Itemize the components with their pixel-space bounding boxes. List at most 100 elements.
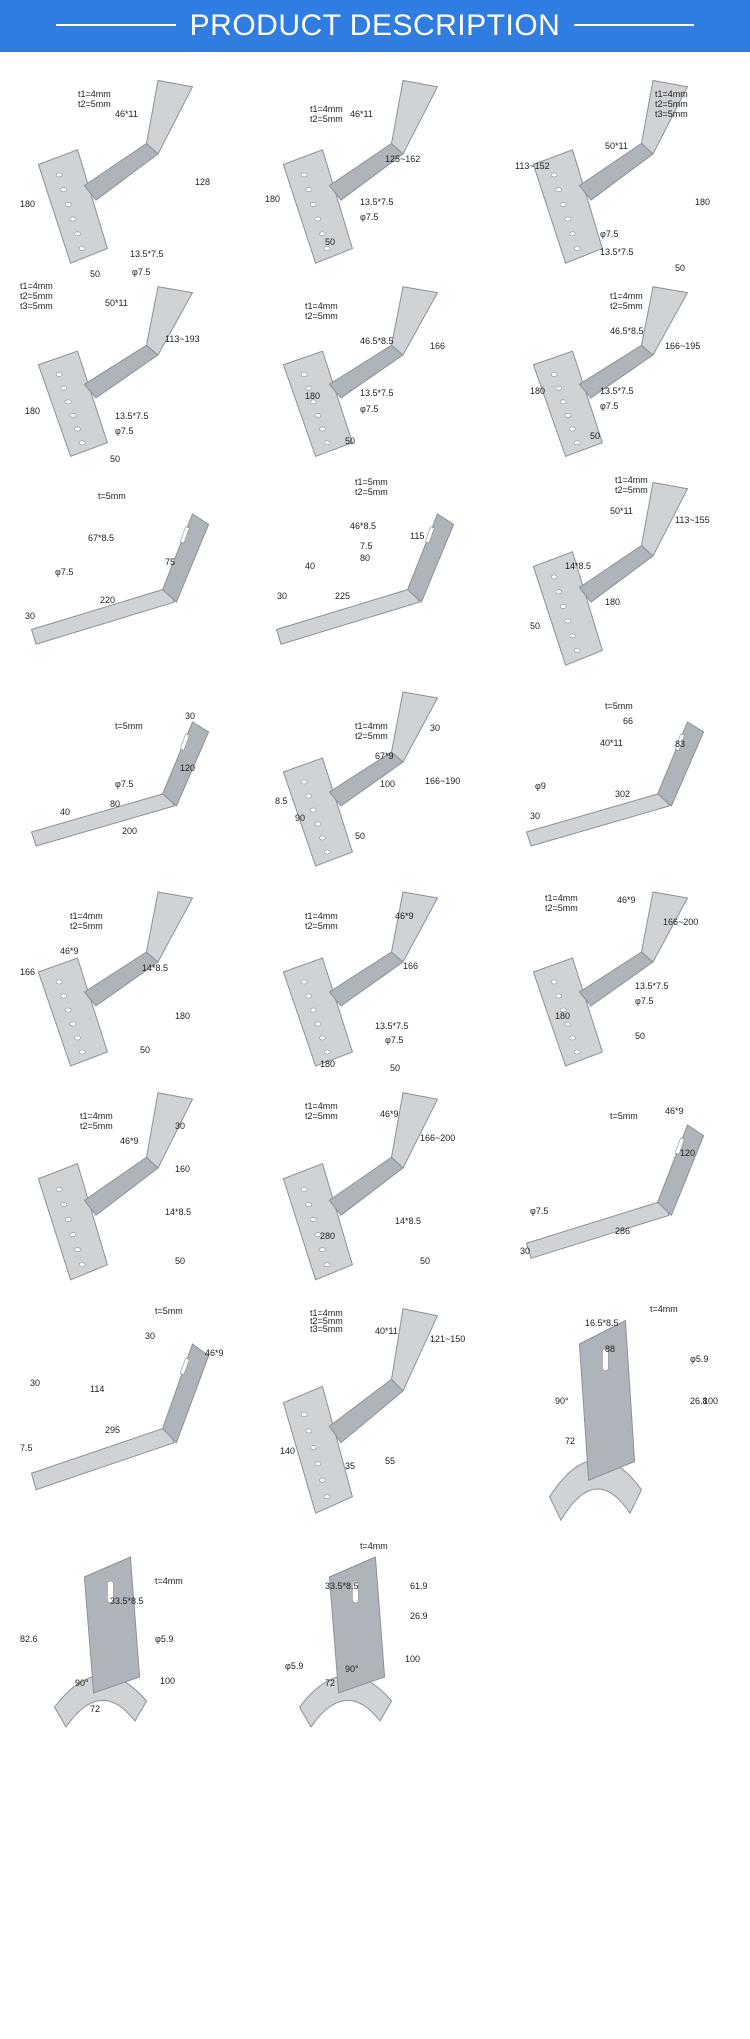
dimension-label: 72 [325,1678,336,1688]
dimension-label: 40 [60,807,71,817]
dimension-label: φ7.5 [132,267,151,277]
dimension-label: φ5.9 [155,1634,174,1644]
dimension-label: 30 [175,1121,186,1131]
dimension-label: t3=5mm [655,109,688,119]
dimension-label: t2=5mm [615,485,648,495]
dimension-label: 100 [380,779,396,789]
dimension-label: t1=4mm [610,291,643,301]
dimension-label: 50 [140,1045,151,1055]
dimension-label: 113~152 [515,161,550,171]
bracket-sketch [37,1092,194,1281]
dimension-label: 30 [25,611,36,621]
bracket-sketch [30,1343,210,1491]
dimension-label: t2=5mm [20,291,53,301]
dimension-label: 166~190 [425,776,461,786]
dimension-label: φ7.5 [600,229,619,239]
dimension-label: t1=4mm [310,104,343,114]
bracket-sketch [532,286,689,458]
dimension-label: φ7.5 [360,404,379,414]
dimension-label: 100 [160,1676,176,1686]
dimension-label: 90° [75,1678,89,1688]
dimension-label: φ7.5 [360,212,379,222]
dimension-label: 50 [390,1063,401,1073]
dimension-label: 13.5*7.5 [600,386,634,396]
bracket-sketch [275,513,455,645]
bracket-sketch [532,891,689,1067]
dimension-label: t2=5mm [70,921,103,931]
bracket-sketch [30,513,210,645]
dimension-label: 80 [360,553,371,563]
dimension-label: t3=5mm [20,301,53,311]
dimension-label: 113~155 [675,515,710,525]
dimension-label: t2=5mm [355,487,388,497]
dimension-label: 180 [555,1011,571,1021]
dimension-label: 180 [530,386,546,396]
bracket-sketch [282,891,439,1067]
dimension-label: 13.5*7.5 [600,247,634,257]
dimension-label: φ5.9 [690,1354,709,1364]
dimension-label: t=5mm [610,1111,638,1121]
dimension-label: 50 [345,436,356,446]
dimension-label: 50 [530,621,541,631]
dimension-label: t1=4mm [78,89,111,99]
dimension-label: 50 [90,269,101,279]
dimension-label: 13.5*7.5 [360,388,394,398]
dimension-label: t2=5mm [78,99,111,109]
dimension-label: 180 [175,1011,191,1021]
dimension-label: t2=5mm [610,301,643,311]
dimension-label: 46*11 [115,109,138,119]
dimension-label: 30 [520,1246,531,1256]
dimension-label: φ5.9 [285,1661,304,1671]
bracket-sketch [37,891,194,1067]
dimension-label: 180 [265,194,281,204]
bracket-sketch [525,1124,705,1259]
dimension-label: 40 [305,561,316,571]
dimension-label: φ7.5 [55,567,74,577]
dimension-label: 46*9 [380,1109,399,1119]
dimension-label: 121~150 [430,1334,466,1344]
dimension-label: t1=4mm [305,301,338,311]
dimension-label: 100 [703,1396,719,1406]
dimension-label: t=4mm [650,1304,678,1314]
dimension-label: 14*8.5 [395,1216,422,1226]
dimension-label: t1=4mm [305,911,338,921]
dimension-label: 180 [20,199,36,209]
dimension-label: t1=5mm [355,477,388,487]
dimension-label: 7.5 [360,541,373,551]
dimension-label: φ7.5 [385,1035,404,1045]
dimension-label: t1=4mm [355,721,388,731]
dimension-label: 33.5*8.5 [325,1581,359,1591]
dimension-label: 50 [110,454,121,464]
dimension-label: 166 [20,967,36,977]
dimension-label: 166~200 [663,917,699,927]
dimension-label: φ7.5 [530,1206,549,1216]
dimension-label: 302 [615,789,631,799]
dimension-label: 35 [345,1461,356,1471]
dimension-label: 220 [100,595,116,605]
dimension-label: t1=4mm [305,1101,338,1111]
dimension-label: t2=5mm [305,921,338,931]
dimension-label: 30 [430,723,441,733]
dimension-label: 50 [675,263,686,273]
dimension-label: 46*9 [120,1136,139,1146]
dimension-label: 46*9 [617,895,636,905]
dimension-label: 33.5*8.5 [110,1596,144,1606]
dimension-label: 30 [277,591,288,601]
dimension-label: 50*11 [610,506,633,516]
dimension-label: t1=4mm [615,475,648,485]
dimension-label: 50 [635,1031,646,1041]
dimension-label: t1=4mm [20,281,53,291]
dimension-label: t=4mm [155,1576,183,1586]
dimension-label: 13.5*7.5 [360,197,394,207]
dimension-label: 40*11 [600,738,623,748]
dimension-label: t1=4mm [80,1111,113,1121]
dimension-label: t1=4mm [310,1308,343,1318]
dimension-label: 90° [345,1664,359,1674]
